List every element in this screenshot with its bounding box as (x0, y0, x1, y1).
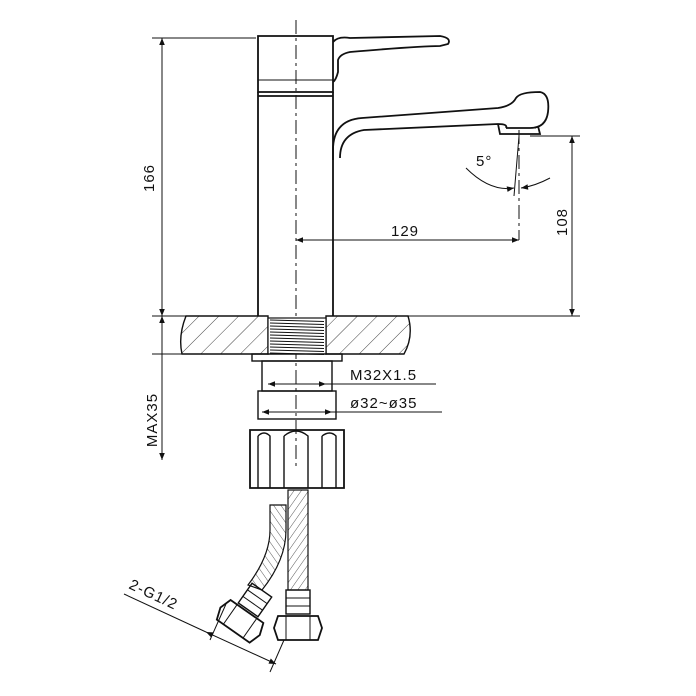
dim-hole-diameter: ø32~ø35 (262, 395, 442, 415)
dim-129-label: 129 (391, 223, 419, 240)
dim-5deg-label: 5° (476, 153, 492, 170)
dim-thread: M32X1.5 (268, 367, 436, 387)
dim-spout-height: 108 (408, 135, 580, 317)
mounting-nut (249, 353, 345, 489)
dim-108-label: 108 (554, 208, 571, 236)
dim-spout-angle: 5° (465, 135, 551, 197)
dim-166-label: 166 (141, 164, 158, 192)
dim-spout-reach: 129 (296, 223, 519, 243)
countertop-section (179, 315, 411, 356)
dim-thread-label: M32X1.5 (350, 367, 417, 384)
dim-max35-label: MAX35 (144, 393, 161, 447)
dim-hole-label: ø32~ø35 (350, 395, 417, 412)
dim-max-thickness: MAX35 (144, 316, 182, 460)
supply-hoses (215, 489, 323, 644)
faucet-body (257, 35, 550, 316)
dim-hose-connection: 2-G1/2 (123, 576, 285, 673)
dim-height-total: 166 (141, 37, 256, 317)
